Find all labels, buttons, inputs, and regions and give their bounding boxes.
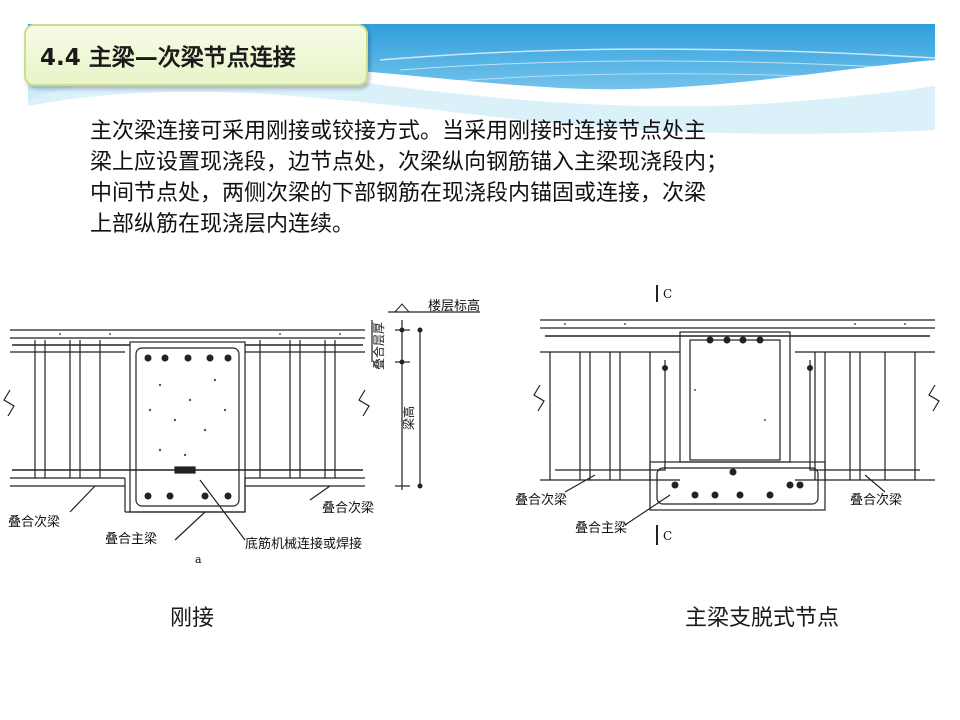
label-secondary-beam-left: 叠合次梁 xyxy=(515,492,567,508)
slide-title: 4.4 主梁—次梁节点连接 xyxy=(40,45,296,71)
caption-rigid-connection: 刚接 xyxy=(170,606,215,631)
label-topping-thickness: 叠合层厚 xyxy=(371,322,386,370)
label-floor-elevation: 楼层标高 xyxy=(428,298,480,314)
label-subfigure-a: a xyxy=(195,553,202,566)
label-section-c-bottom: C xyxy=(663,529,672,543)
paragraph-line: 中间节点处，两侧次梁的下部钢筋在现浇段内锚固或连接，次梁 xyxy=(90,181,707,206)
label-main-beam: 叠合主梁 xyxy=(575,521,627,536)
label-secondary-beam-left: 叠合次梁 xyxy=(8,514,60,530)
main-beam-support-diagram: C C 叠合次梁 叠合次梁 叠合主梁 xyxy=(515,285,940,545)
body-paragraph: 主次梁连接可采用刚接或铰接方式。当采用刚接时连接节点处主 梁上应设置现浇段，边节… xyxy=(90,116,890,240)
label-beam-height: 梁高 xyxy=(401,406,416,430)
label-secondary-beam-right: 叠合次梁 xyxy=(322,500,374,516)
label-bottom-bar-connection: 底筋机械连接或焊接 xyxy=(245,536,362,552)
slide-title-box: 4.4 主梁—次梁节点连接 xyxy=(24,24,368,86)
label-secondary-beam-right: 叠合次梁 xyxy=(850,492,902,508)
paragraph-line: 主次梁连接可采用刚接或铰接方式。当采用刚接时连接节点处主 xyxy=(90,119,707,144)
paragraph-line: 梁上应设置现浇段，边节点处，次梁纵向钢筋锚入主梁现浇段内； xyxy=(90,150,729,175)
caption-support-node: 主梁支脱式节点 xyxy=(685,606,840,631)
rigid-connection-diagram: 楼层标高 叠合层厚 梁高 叠合次梁 叠合次梁 叠合主梁 底筋机械连接或焊接 a xyxy=(3,298,480,566)
paragraph-line: 上部纵筋在现浇层内连续。 xyxy=(90,212,355,237)
label-section-c-top: C xyxy=(663,287,672,301)
label-main-beam: 叠合主梁 xyxy=(105,532,157,547)
